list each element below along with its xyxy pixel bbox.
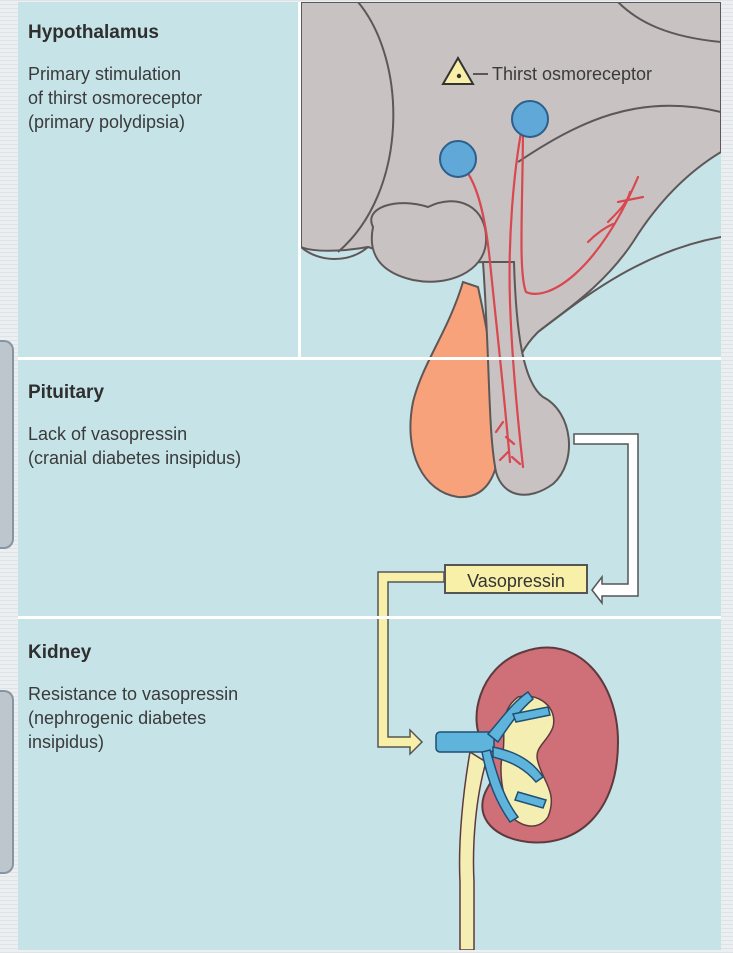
kidney-title: Kidney xyxy=(28,642,238,664)
osmoreceptor-cell xyxy=(512,101,548,137)
pituitary-line: Lack of vasopressin xyxy=(28,422,241,446)
hypothalamus-line: Primary stimulation xyxy=(28,62,202,86)
side-tab-lower xyxy=(0,690,14,874)
section-divider xyxy=(18,616,721,619)
kidney-line: insipidus) xyxy=(28,730,238,754)
pituitary-title: Pituitary xyxy=(28,382,241,404)
section-divider xyxy=(18,357,721,360)
side-tab-upper xyxy=(0,340,14,549)
osmoreceptor-cell xyxy=(440,141,476,177)
column-divider xyxy=(298,2,301,360)
renal-artery xyxy=(436,732,494,752)
diagram-artwork xyxy=(18,2,721,950)
diagram-panel: Hypothalamus Primary stimulation of thir… xyxy=(18,2,721,950)
hypothalamus-section: Hypothalamus Primary stimulation of thir… xyxy=(28,22,202,134)
vasopressin-to-kidney-arrow xyxy=(378,572,444,754)
triangle-dot xyxy=(457,74,461,78)
vasopressin-label-box: Vasopressin xyxy=(444,564,588,594)
pituitary-line: (cranial diabetes insipidus) xyxy=(28,446,241,470)
hypothalamus-line: of thirst osmoreceptor xyxy=(28,86,202,110)
hypothalamus-line: (primary polydipsia) xyxy=(28,110,202,134)
thirst-osmoreceptor-label: Thirst osmoreceptor xyxy=(492,64,652,85)
kidney-section: Kidney Resistance to vasopressin (nephro… xyxy=(28,642,238,754)
ureter xyxy=(460,752,486,950)
kidney-line: Resistance to vasopressin xyxy=(28,682,238,706)
kidney-line: (nephrogenic diabetes xyxy=(28,706,238,730)
hypothalamus-bulge xyxy=(371,201,486,281)
pituitary-section: Pituitary Lack of vasopressin (cranial d… xyxy=(28,382,241,470)
hypothalamus-title: Hypothalamus xyxy=(28,22,202,44)
